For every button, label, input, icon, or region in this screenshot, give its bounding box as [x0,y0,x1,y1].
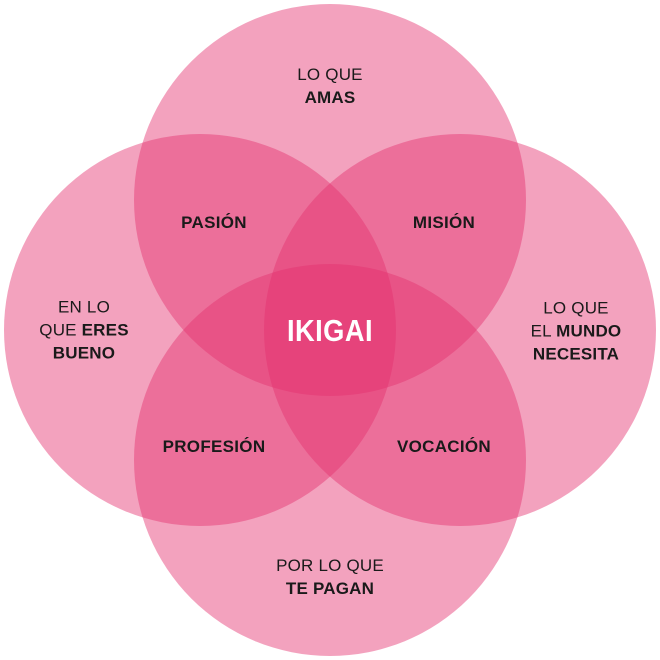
overlap-vocacion: VOCACIÓN [396,437,492,456]
label-eres-bueno-line2-bold: ERES [81,320,129,340]
circle-lo-que-amas [134,4,526,396]
label-te-pagan-line2: TE PAGAN [285,579,375,598]
circle-mundo-necesita [264,134,656,526]
center-ikigai: IKIGAI [286,313,374,348]
label-lo-que-amas-line1: LO QUE [297,65,363,84]
overlap-profesion: PROFESIÓN [162,437,266,456]
label-mundo-necesita-line3: NECESITA [532,344,620,364]
label-mundo-necesita-line2-plain: EL [530,321,557,341]
circle-eres-bueno [4,134,396,526]
label-eres-bueno-line2-plain: QUE [39,320,82,340]
label-mundo-necesita-line2: EL MUNDO [531,320,622,343]
label-lo-que-amas: LO QUE AMAS [297,63,362,109]
label-eres-bueno-line2: QUE ERES [39,319,128,342]
circle-te-pagan [134,264,526,656]
label-eres-bueno-line3: BUENO [52,343,116,363]
overlap-pasion: PASIÓN [181,213,247,232]
label-eres-bueno: EN LO QUE ERES BUENO [39,296,128,365]
overlap-mision: MISIÓN [412,213,476,232]
label-mundo-necesita-line1: LO QUE [543,298,609,318]
label-mundo-necesita-line2-bold: MUNDO [556,321,622,341]
label-te-pagan-line1: POR LO QUE [276,556,384,575]
label-eres-bueno-line1: EN LO [57,297,111,317]
label-mundo-necesita: LO QUE EL MUNDO NECESITA [531,297,622,366]
label-lo-que-amas-line2: AMAS [304,88,356,107]
label-te-pagan: POR LO QUE TE PAGAN [276,554,384,600]
